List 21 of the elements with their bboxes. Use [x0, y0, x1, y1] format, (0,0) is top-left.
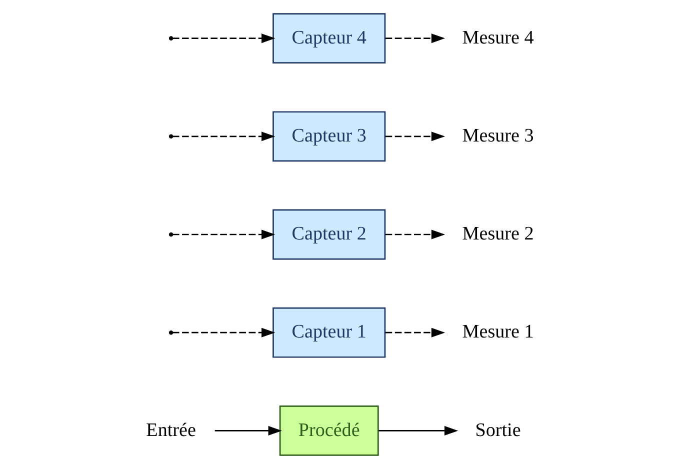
node-box: Procédé	[279, 406, 379, 456]
arrow	[172, 328, 276, 338]
node-text: Mesure 1	[462, 322, 534, 343]
arrow	[172, 34, 276, 44]
arrow	[214, 426, 282, 436]
arrow	[172, 230, 276, 240]
arrow	[385, 328, 446, 338]
arrow	[385, 132, 446, 142]
node-box: Capteur 4	[272, 13, 386, 64]
node-box: Capteur 2	[272, 209, 386, 260]
node-text: Sortie	[475, 420, 521, 441]
arrow	[385, 34, 446, 44]
arrow	[385, 230, 446, 240]
arrow	[378, 426, 458, 436]
arrow	[172, 132, 276, 142]
node-text: Mesure 3	[462, 125, 534, 146]
node-box: Capteur 1	[272, 307, 386, 358]
node-text: Mesure 4	[462, 27, 534, 48]
node-text: Entrée	[146, 420, 196, 441]
node-box: Capteur 3	[272, 111, 386, 162]
node-text: Mesure 2	[462, 224, 534, 245]
